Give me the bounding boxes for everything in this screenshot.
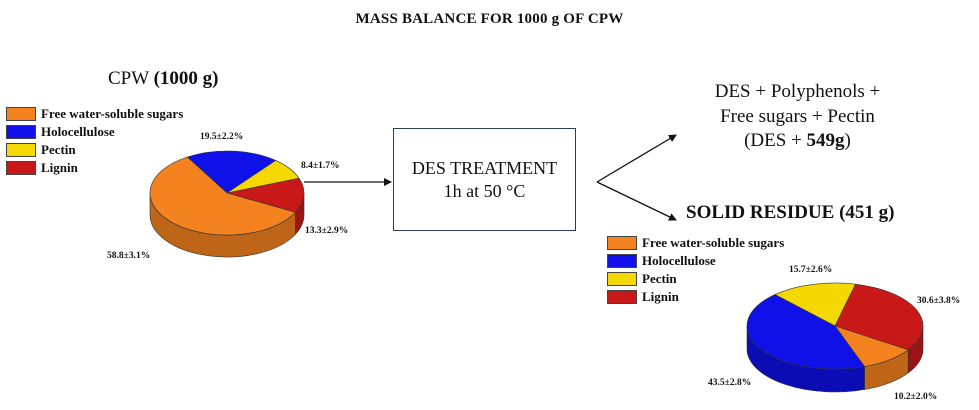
pie-slice-lignin <box>834 283 924 351</box>
des-output-line1: DES + Polyphenols + <box>714 81 881 102</box>
pie-label-cpw-sugars: 58.8±3.1% <box>107 251 151 261</box>
legend-label: Holocellulose <box>642 253 716 268</box>
solid-residue-label: SOLID RESIDUE <box>686 202 835 223</box>
diagram-title: MASS BALANCE FOR 1000 g OF CPW <box>355 11 624 27</box>
cpw-title: CPW (1000 g) <box>108 68 219 89</box>
legend-item-holocellulose: Holocellulose <box>607 252 784 270</box>
legend-item-sugars: Free water-soluble sugars <box>6 105 183 123</box>
legend-label: Lignin <box>642 289 679 304</box>
pie-slice-holocellulose <box>746 294 866 370</box>
legend-swatch-lignin <box>6 161 36 175</box>
legend-label: Lignin <box>41 160 78 175</box>
legend-label: Pectin <box>642 271 677 286</box>
legend-solid-residue: Free water-soluble sugars Holocellulose … <box>607 234 784 306</box>
pie-label-cpw-lignin: 13.3±2.9% <box>305 226 349 236</box>
pie-slice-holocellulose <box>186 150 277 194</box>
arrow-to-solid-residue <box>596 181 677 221</box>
solid-residue-title: SOLID RESIDUE (451 g) <box>686 202 895 224</box>
cpw-mass: 1000 g <box>159 68 213 89</box>
treatment-line1: DES TREATMENT <box>411 158 558 178</box>
pie-chart-cpw <box>149 150 305 258</box>
legend-item-holocellulose: Holocellulose <box>6 123 183 141</box>
des-output-text: DES + Polyphenols + Free sugars + Pectin… <box>700 80 895 154</box>
pie-slice-lignin <box>226 177 305 213</box>
legend-item-sugars: Free water-soluble sugars <box>607 234 784 252</box>
legend-label: Holocellulose <box>41 124 115 139</box>
legend-item-pectin: Pectin <box>6 141 183 159</box>
legend-item-lignin: Lignin <box>6 159 183 177</box>
legend-swatch-holocellulose <box>6 125 36 139</box>
des-output-mass: 549g <box>806 130 845 152</box>
legend-cpw: Free water-soluble sugars Holocellulose … <box>6 105 183 177</box>
pie-label-solid-sugars: 10.2±2.0% <box>894 392 938 402</box>
pie-slice-pectin <box>774 282 857 327</box>
legend-swatch-pectin <box>6 143 36 157</box>
legend-swatch-sugars <box>6 107 36 121</box>
treatment-line2: 1h at 50 °C <box>443 180 526 201</box>
pie-chart-solid-residue <box>746 282 924 393</box>
arrow-to-des-output <box>596 134 677 183</box>
pie-label-solid-lignin: 30.6±3.8% <box>917 296 961 306</box>
legend-swatch-sugars <box>607 236 637 250</box>
pie-label-cpw-holocellulose: 19.5±2.2% <box>200 132 244 142</box>
cpw-label: CPW <box>108 68 149 89</box>
pie-label-cpw-pectin: 8.4±1.7% <box>301 161 340 171</box>
legend-swatch-lignin <box>607 290 637 304</box>
des-output-line3: (DES + 549g) <box>744 130 851 152</box>
des-treatment-box: DES TREATMENT 1h at 50 °C <box>393 128 576 231</box>
legend-label: Free water-soluble sugars <box>41 106 184 121</box>
pie-label-solid-holocellulose: 43.5±2.8% <box>708 378 752 388</box>
legend-swatch-pectin <box>607 272 637 286</box>
legend-label: Pectin <box>41 142 76 157</box>
legend-item-lignin: Lignin <box>607 288 784 306</box>
pie-slice-sugars <box>149 156 296 236</box>
legend-swatch-holocellulose <box>607 254 637 268</box>
solid-residue-mass: (451 g) <box>839 202 895 223</box>
pie-label-solid-pectin: 15.7±2.6% <box>789 265 833 275</box>
des-output-line2: Free sugars + Pectin <box>720 105 875 127</box>
legend-label: Free water-soluble sugars <box>642 235 785 250</box>
legend-item-pectin: Pectin <box>607 270 784 288</box>
